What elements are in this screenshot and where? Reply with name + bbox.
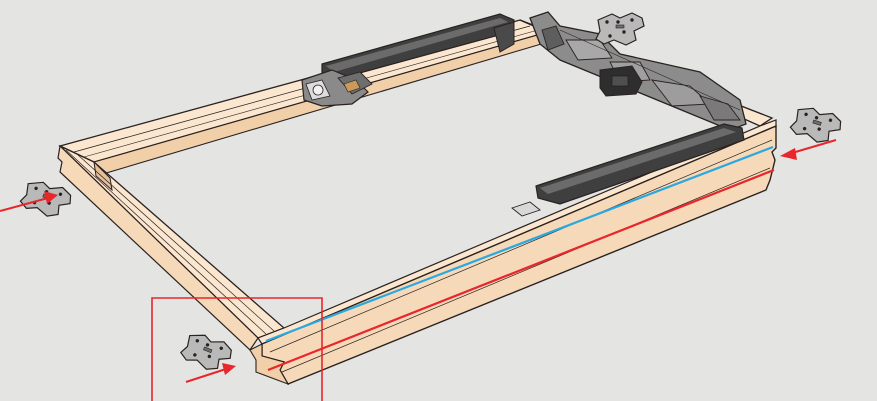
guide-line-blue xyxy=(265,145,774,343)
right-rail xyxy=(511,123,745,217)
bracket-top xyxy=(595,12,645,46)
right-mechanism xyxy=(529,11,747,131)
detail-callout-box xyxy=(151,297,323,401)
gear-mechanism xyxy=(301,69,373,107)
frame-left-member xyxy=(59,145,286,339)
arrow-bottom xyxy=(185,363,236,383)
guide-line-red xyxy=(267,168,775,372)
frame-front-face xyxy=(261,124,777,385)
arrow-left xyxy=(0,191,58,212)
arrow-right xyxy=(780,139,837,160)
top-rail xyxy=(321,13,515,81)
